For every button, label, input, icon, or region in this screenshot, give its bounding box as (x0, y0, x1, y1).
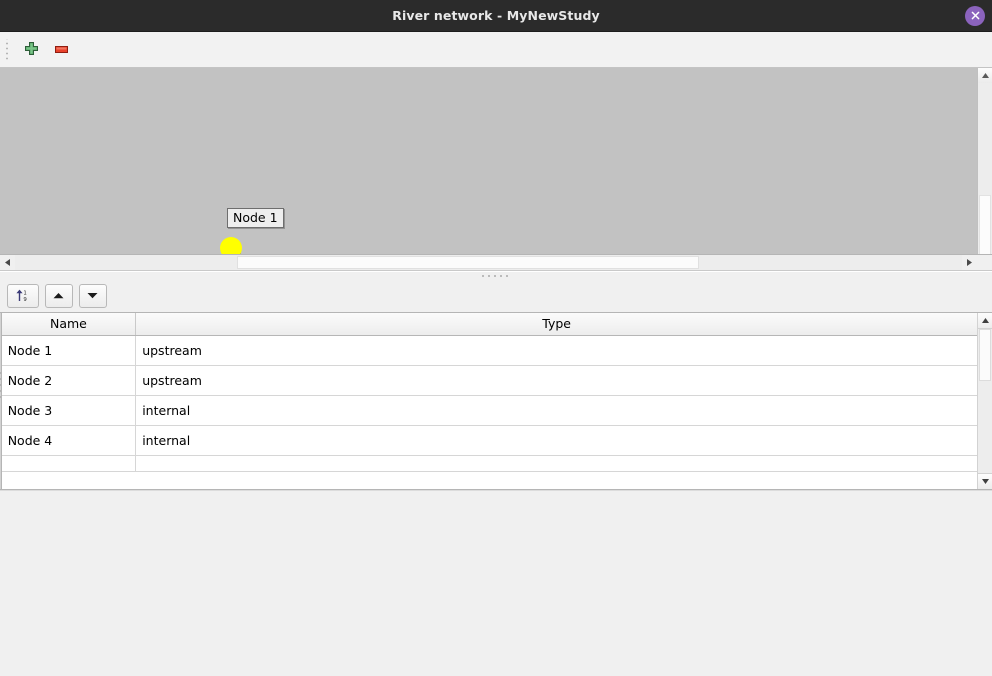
arrow-up-icon (53, 293, 64, 299)
window-title: River network - MyNewStudy (392, 8, 600, 23)
canvas-hscroll-thumb[interactable] (237, 255, 699, 269)
scroll-up-button[interactable] (978, 68, 992, 84)
node-label-node-1[interactable]: Node 1 (227, 208, 284, 228)
remove-node-button[interactable] (46, 35, 76, 65)
caret-left-icon (5, 258, 10, 266)
add-node-button[interactable] (16, 35, 46, 65)
caret-right-icon (967, 258, 972, 266)
branches-table-scrollbar[interactable] (0, 312, 1, 489)
svg-text:9: 9 (24, 297, 28, 303)
table-cell-type[interactable]: internal (135, 395, 978, 426)
table-cell-type[interactable]: upstream (135, 335, 978, 366)
nodes-sort-button[interactable]: 1 9 (6, 283, 39, 308)
title-bar: River network - MyNewStudy (0, 0, 992, 32)
toolbar-drag-handle[interactable] (4, 38, 12, 61)
scroll-right-button[interactable] (962, 255, 977, 270)
table-cell-name[interactable]: Node 1 (1, 335, 137, 366)
status-bar (0, 489, 992, 676)
table-cell-name[interactable]: Node 2 (1, 365, 137, 396)
scrollbar-corner (977, 254, 992, 270)
table-cell-type[interactable]: upstream (135, 365, 978, 396)
table-row-partial[interactable] (1, 455, 978, 472)
canvas-horizontal-scrollbar[interactable] (0, 254, 992, 271)
nodes-move-up-button[interactable] (44, 283, 73, 308)
network-diagram[interactable]: Node 1Node 2Node 3Node 4Node 5Node 6Node… (0, 68, 977, 255)
column-header-name[interactable]: Name (1, 312, 137, 336)
canvas-vscroll-thumb[interactable] (979, 195, 991, 254)
scroll-left-button[interactable] (0, 255, 15, 270)
close-button[interactable] (965, 5, 985, 26)
bottom-panes: 1 9 NameNode1No (0, 279, 992, 490)
remove-minus-icon (54, 46, 68, 53)
svg-text:1: 1 (24, 291, 27, 297)
network-node-node-1[interactable] (220, 237, 242, 255)
branches-table-container: NameNode1Node2 Node 1 -> Node 3Node 1Nod… (0, 311, 1, 490)
arrow-down-icon (87, 293, 98, 299)
canvas-hscroll-track[interactable] (15, 254, 962, 270)
table-cell-name[interactable]: Node 4 (1, 425, 137, 456)
table-cell-name[interactable]: Node 3 (1, 395, 137, 426)
nodes-table-scrollbar[interactable] (977, 312, 992, 489)
table-cell-type[interactable]: internal (135, 425, 978, 456)
canvas-vertical-scrollbar[interactable] (977, 68, 992, 254)
close-icon (971, 11, 979, 20)
nodes-scroll-down-button[interactable] (978, 472, 992, 489)
canvas-vscroll-track[interactable] (978, 83, 992, 254)
table-cell-empty[interactable] (1, 455, 137, 472)
column-header-type[interactable]: Type (135, 312, 978, 336)
horizontal-splitter[interactable] (0, 270, 992, 280)
nodes-scroll-thumb[interactable] (979, 328, 992, 381)
sort-ascending-icon: 1 9 (16, 289, 28, 303)
nodes-toolbar: 1 9 (1, 280, 992, 312)
table-cell-empty[interactable] (135, 455, 978, 472)
main-toolbar (0, 32, 992, 68)
network-edges-svg (220, 237, 242, 255)
add-plus-icon (24, 42, 38, 55)
network-canvas[interactable]: Node 1Node 2Node 3Node 4Node 5Node 6Node… (0, 68, 992, 255)
nodes-scroll-up-button[interactable] (978, 312, 992, 329)
caret-up-icon (982, 73, 989, 78)
caret-down-icon (982, 478, 990, 484)
nodes-move-down-button[interactable] (78, 283, 107, 308)
caret-up-icon (982, 317, 990, 323)
splitter-grip-icon (480, 273, 512, 278)
